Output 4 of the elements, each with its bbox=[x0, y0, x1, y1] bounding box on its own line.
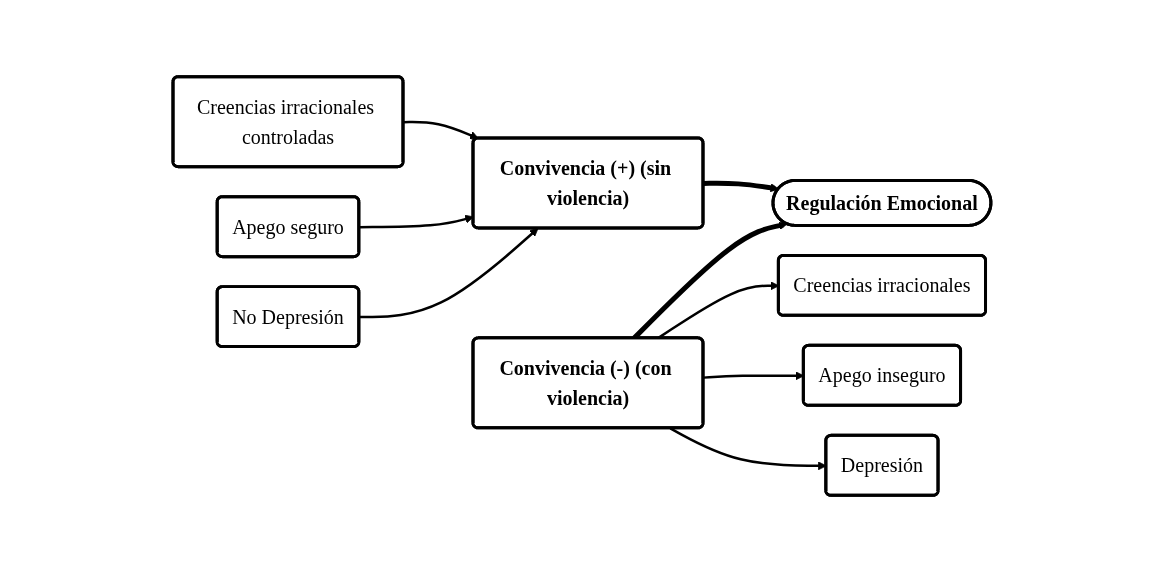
arrow bbox=[359, 214, 474, 229]
arrow bbox=[703, 180, 780, 193]
arrow bbox=[359, 228, 539, 319]
arrow bbox=[403, 120, 479, 140]
